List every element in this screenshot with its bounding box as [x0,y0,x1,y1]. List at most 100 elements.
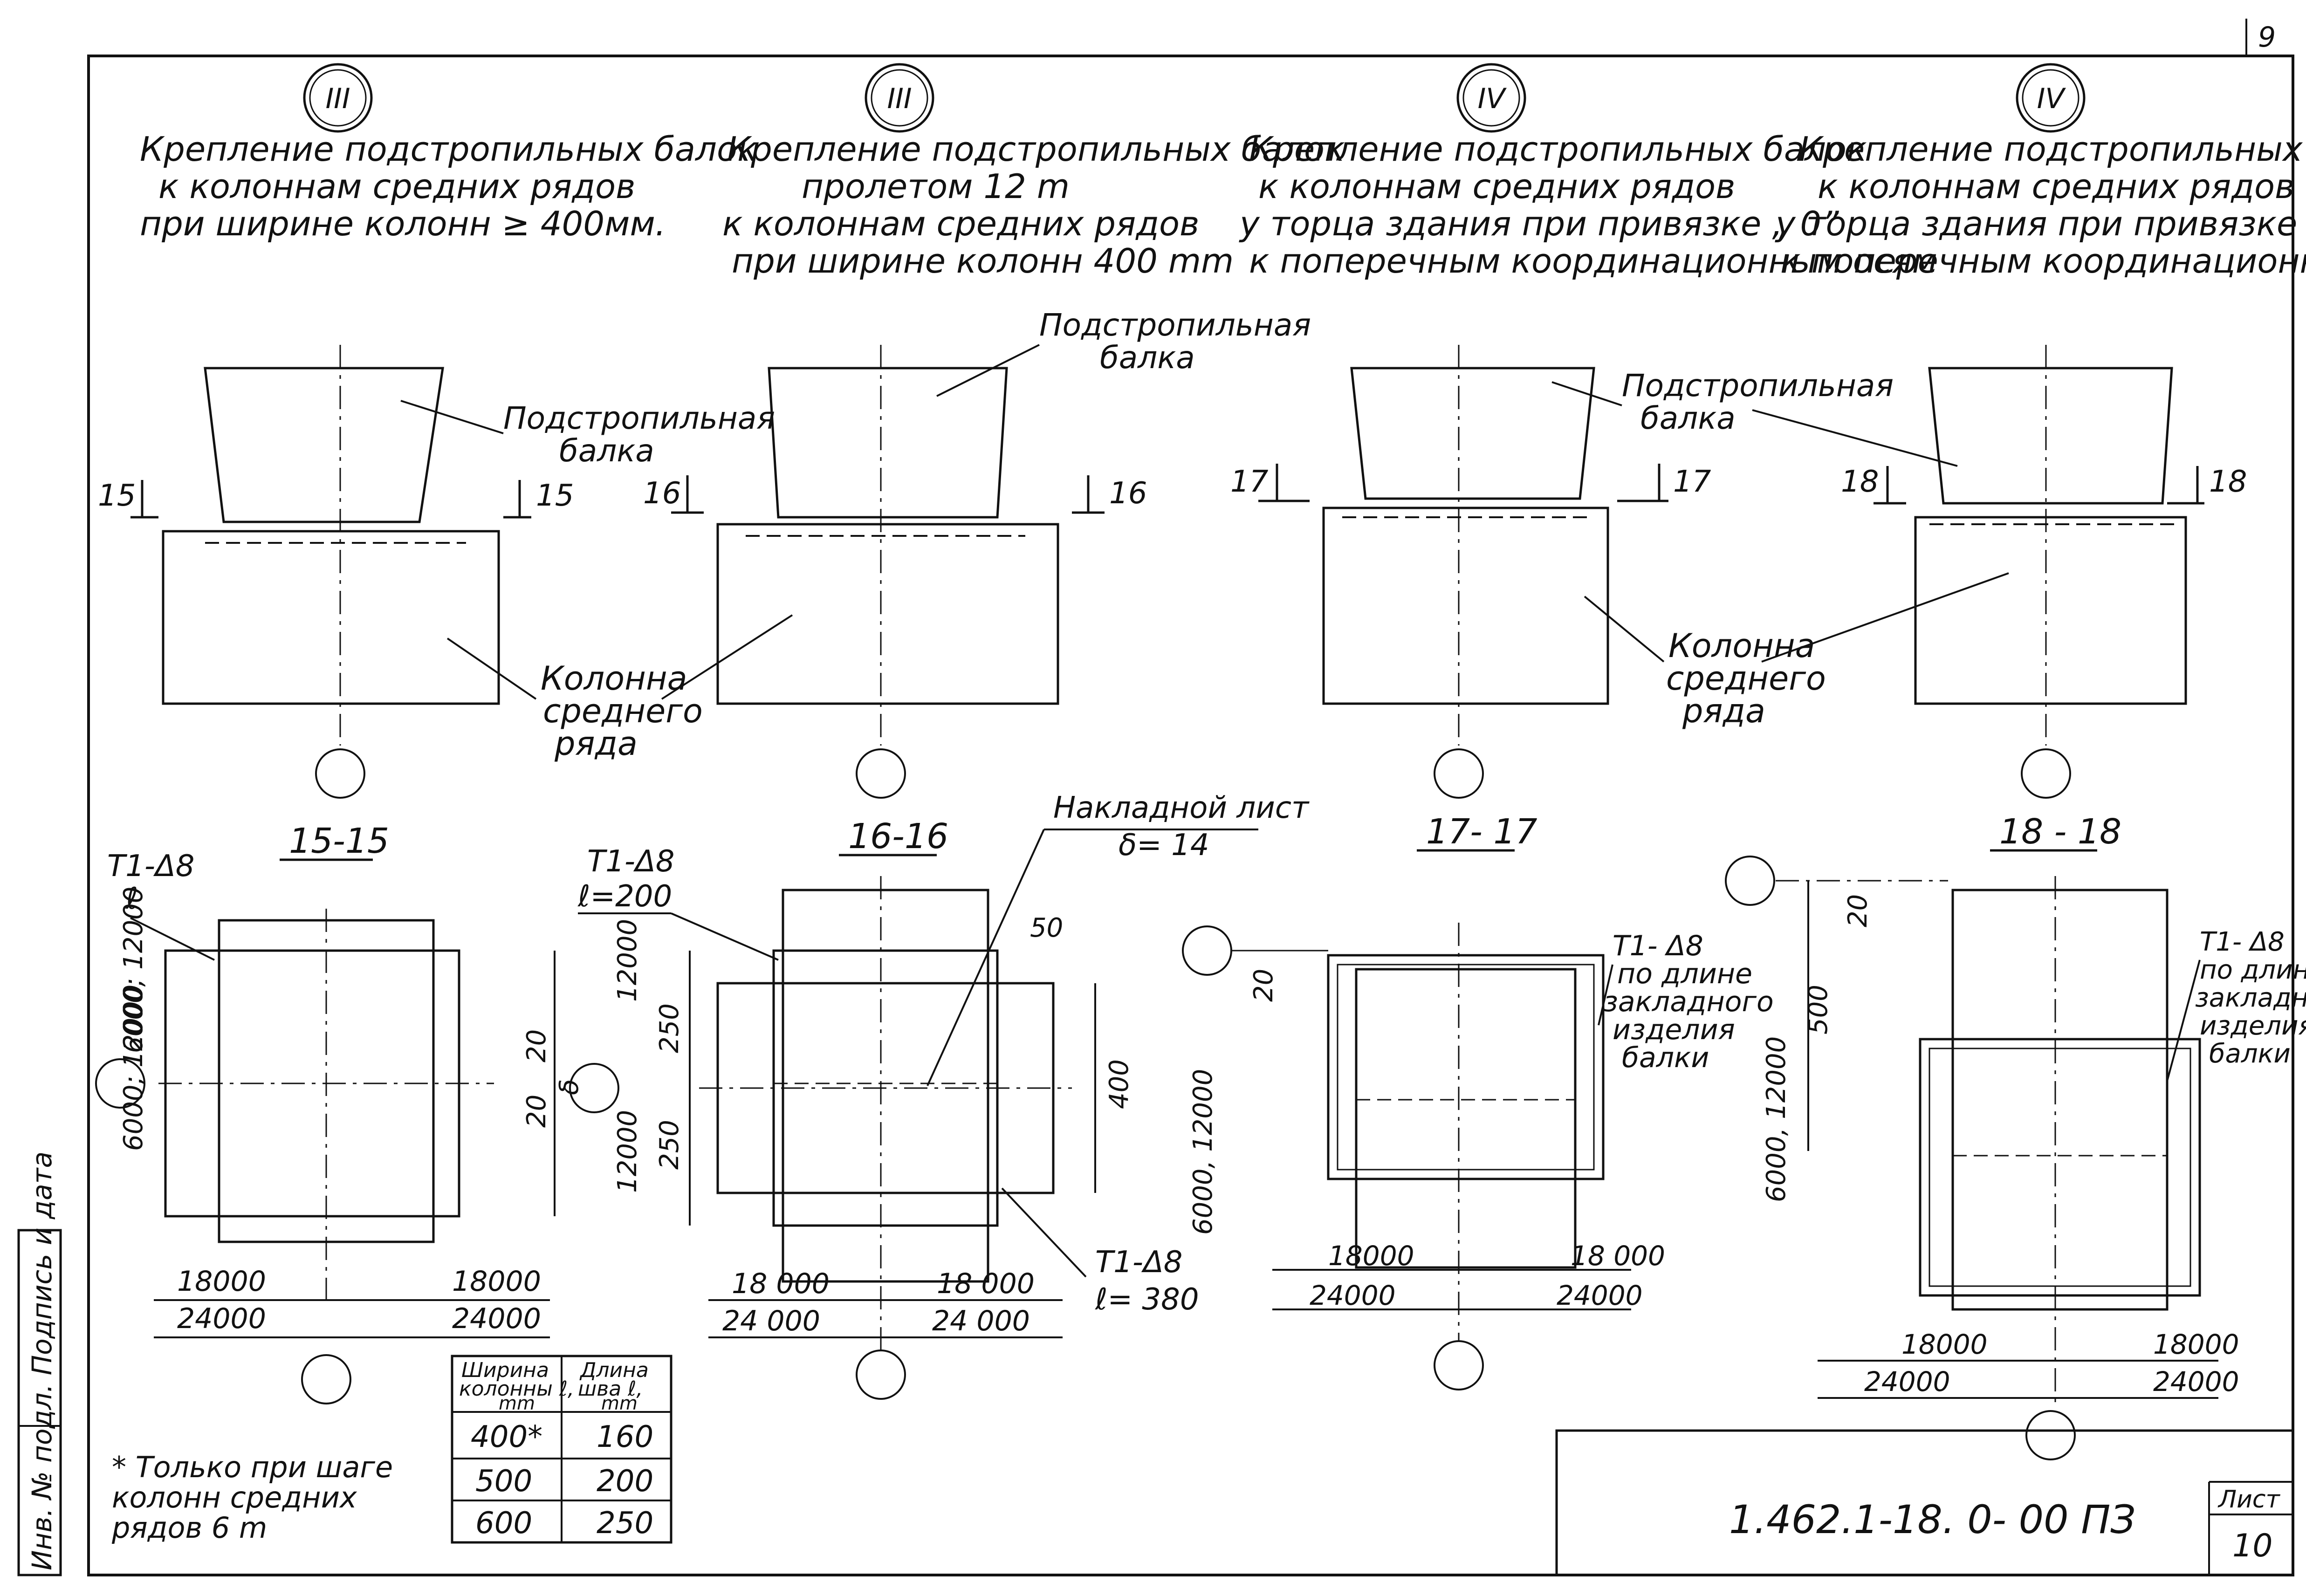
weld-length-table: Ширина колонны ℓ, mm Длина шва ℓ, mm 400… [451,1355,673,1544]
cut-mark-right: 15 [536,479,574,513]
axis-bubble [2025,1410,2076,1460]
rafter-beam-elevation [768,367,1008,519]
gap-dim: 20 [522,1095,552,1128]
leader-line [1551,381,1622,406]
cut-mark-left: 16 [643,476,681,511]
bottom-dim: 18000 [452,1265,541,1298]
detail-title-line: Крепление подстропильных балок [140,130,758,169]
section-title: 16-16 [848,816,948,856]
cut-arrow-right [1617,464,1668,502]
axis-bubble [1182,925,1232,976]
mark-circle-inner [1462,69,1520,127]
weld-label: Т1-Δ8 [1095,1245,1182,1280]
beam-section [1355,968,1577,1269]
mark-circle-inner [871,69,928,127]
leader-line [400,400,504,434]
bottom-dim: 18000 [2153,1329,2239,1360]
detail-mark: IV [2037,82,2066,115]
column-elevation [716,523,1059,705]
mark-circle-inner [309,69,367,127]
column-label: Колонна [541,659,687,698]
detail-title-line: Крепление подстропильных балок [1249,130,1867,169]
sheet-label: Лист [2217,1486,2280,1514]
dim-label: 400 [1104,1059,1134,1109]
bottom-dim: 24000 [1310,1280,1396,1311]
weld-label: закладного [1603,986,1774,1018]
axis-bubble [301,1354,351,1404]
column-label: среднего [543,692,703,730]
cut-arrow-right [2167,466,2204,505]
column-leader [661,614,793,700]
column-outline-inner [1337,964,1595,1171]
weld-label: изделия [1613,1014,1735,1046]
bottom-dim: 24000 [1864,1366,1950,1397]
beam-outline-inner [1929,1048,2191,1287]
detail-1: III Крепление подстропильных балок к кол… [95,63,775,1404]
leader-line [936,344,1040,397]
weld-label: ℓ= 380 [1095,1282,1199,1317]
mark-circle [2016,63,2086,133]
bottom-dim: 18000 [1901,1329,1988,1360]
detail-mark: III [325,82,350,115]
bottom-dim: 18 000 [937,1267,1035,1300]
detail-title-line: к поперечным координационным осям [1780,241,2306,281]
beam-label: балка [1640,400,1736,436]
cut-mark-left: 15 [98,479,136,513]
dim-label: 50 [1030,913,1063,943]
mark-circle-inner [2022,69,2080,127]
vertical-dim: 6000, 12000 [1188,1069,1218,1235]
cut-mark-left: 17 [1230,465,1269,499]
bottom-dim: 18 000 [732,1267,830,1300]
bottom-dim: 18 000 [1571,1240,1665,1272]
cut-mark-right: 16 [1109,476,1147,511]
bottom-dim: 18000 [177,1265,266,1298]
column-leader [446,637,537,700]
bottom-dim: 24000 [1557,1280,1643,1311]
table-header: Длина [579,1358,649,1382]
axis-bubble [1434,748,1484,799]
title-block [1555,1429,2294,1576]
weld-leader [1598,964,1613,1026]
column-elevation [1914,516,2187,705]
detail-4: IV Крепление подстропильных балок к коло… [1725,63,2306,1460]
dim-label: 250 [654,1120,685,1170]
axis-bubble [569,1063,619,1113]
side-stamp [17,1229,62,1576]
cut-mark-left: 18 [1841,465,1879,499]
detail-title-line: к колоннам средних рядов [722,204,1199,243]
rafter-beam-elevation [1350,367,1595,500]
table-cell: 160 [597,1420,653,1454]
bottom-dim: 18000 [1328,1240,1414,1272]
footnote: * Только при шаге [112,1450,393,1484]
column-elevation [162,530,500,705]
table-cell: 250 [597,1506,653,1541]
table-cell: 400* [471,1420,542,1454]
table-cell: 500 [475,1464,532,1499]
detail-mark: III [887,82,912,115]
cut-arrow-left [1874,466,1906,505]
column-outline [1327,954,1605,1180]
bottom-dim: 24000 [2153,1366,2239,1397]
section-title: 15-15 [289,821,389,861]
weld-label: изделия [2200,1011,2306,1041]
column-label: ряда [554,725,638,763]
axis-bubble [856,1349,906,1400]
detail-title-line: у торца здания при привязке „500” [1775,204,2306,243]
sheet-number: 10 [2232,1528,2273,1564]
column-elevation [1322,507,1609,705]
column-label: ряда [1682,692,1765,730]
weld-label: ℓ=200 [577,879,672,914]
plate-label: δ= 14 [1119,828,1209,863]
plate-leader [927,829,1045,1086]
bottom-dim: 24000 [452,1302,541,1335]
document-code: 1.462.1-18. 0- 00 ПЗ [1729,1497,2135,1542]
weld-label: Т1-Δ8 [587,844,674,879]
detail-title-line: к колоннам средних рядов [1258,167,1735,206]
table-header: шва ℓ, [578,1377,643,1401]
column-section [1951,889,2169,1311]
weld-label: по длине [2200,955,2306,985]
gap-dim: 20 [1843,894,1873,927]
detail-title-line: пролетом 12 m [802,167,1070,206]
weld-leader [2166,959,2201,1082]
